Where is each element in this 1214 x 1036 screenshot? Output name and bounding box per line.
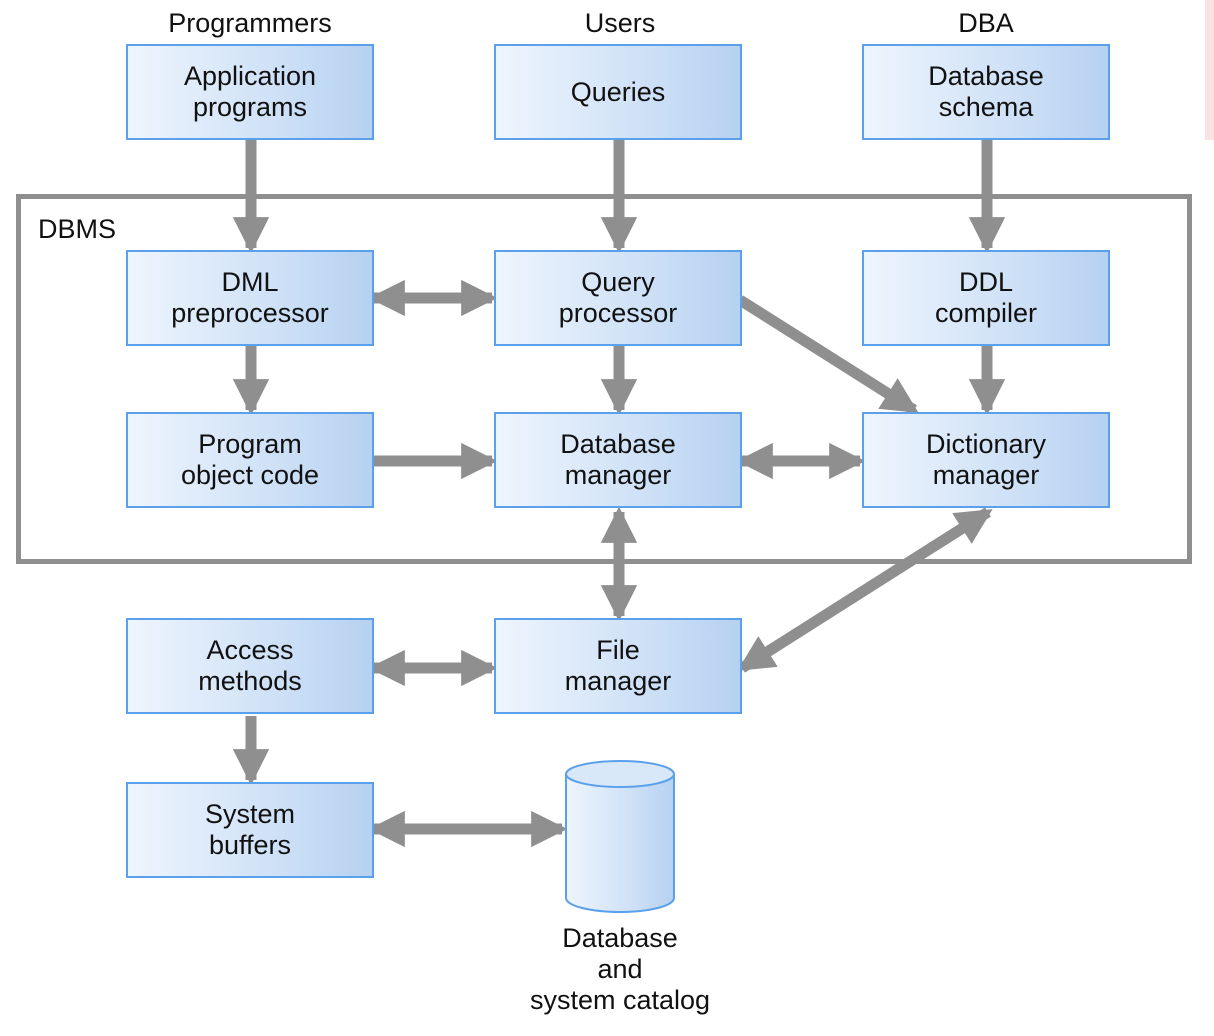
dbms-label: DBMS: [38, 214, 117, 244]
box-ddl-compiler: DDL compiler: [862, 250, 1110, 346]
box-system-buffers: System buffers: [126, 782, 374, 878]
storage-label-line3: system catalog: [529, 985, 711, 1015]
box-access-methods-line2: methods: [198, 666, 302, 696]
box-file-manager-line1: File: [596, 635, 640, 665]
role-users: Users: [584, 8, 656, 38]
box-program-object-code-line2: object code: [180, 460, 320, 490]
box-queries-line1: Queries: [570, 76, 666, 107]
box-query-processor-line1: Query: [581, 267, 655, 297]
box-dictionary-manager-line2: manager: [932, 460, 1040, 490]
box-dml-preprocessor-line2: preprocessor: [171, 298, 329, 328]
box-database-schema-line2: schema: [938, 92, 1034, 122]
role-dba: DBA: [958, 8, 1014, 38]
box-database-manager: Database manager: [494, 412, 742, 508]
box-file-manager-line2: manager: [564, 666, 672, 696]
box-dictionary-manager: Dictionary manager: [862, 412, 1110, 508]
box-file-manager: File manager: [494, 618, 742, 714]
box-query-processor-line2: processor: [558, 298, 678, 328]
box-system-buffers-line1: System: [204, 799, 296, 829]
box-database-manager-line1: Database: [560, 429, 676, 459]
box-application-programs-line1: Application: [183, 61, 317, 91]
arrow-dictionary-filemanager: [737, 507, 993, 673]
box-dictionary-manager-line1: Dictionary: [925, 429, 1047, 459]
edge-decoration: [1205, 0, 1214, 140]
arrow-queryproc-to-dictionary: [737, 295, 919, 415]
box-application-programs-line2: programs: [192, 92, 308, 122]
role-programmers: Programmers: [168, 8, 332, 38]
box-program-object-code-line1: Program: [198, 429, 302, 459]
box-queries: Queries: [494, 44, 742, 140]
box-access-methods: Access methods: [126, 618, 374, 714]
box-program-object-code: Program object code: [126, 412, 374, 508]
storage-label-line1: Database: [562, 923, 678, 953]
box-access-methods-line1: Access: [206, 635, 294, 665]
box-query-processor: Query processor: [494, 250, 742, 346]
box-dml-preprocessor: DML preprocessor: [126, 250, 374, 346]
box-database-manager-line2: manager: [564, 460, 672, 490]
box-ddl-compiler-line1: DDL: [958, 267, 1013, 297]
box-ddl-compiler-line2: compiler: [934, 298, 1038, 328]
box-application-programs: Application programs: [126, 44, 374, 140]
database-cylinder-icon: [565, 760, 675, 913]
box-database-schema-line1: Database: [928, 61, 1044, 91]
box-dml-preprocessor-line1: DML: [221, 267, 279, 297]
storage-label-line2: and: [597, 954, 643, 984]
box-system-buffers-line2: buffers: [208, 830, 292, 860]
box-database-schema: Database schema: [862, 44, 1110, 140]
